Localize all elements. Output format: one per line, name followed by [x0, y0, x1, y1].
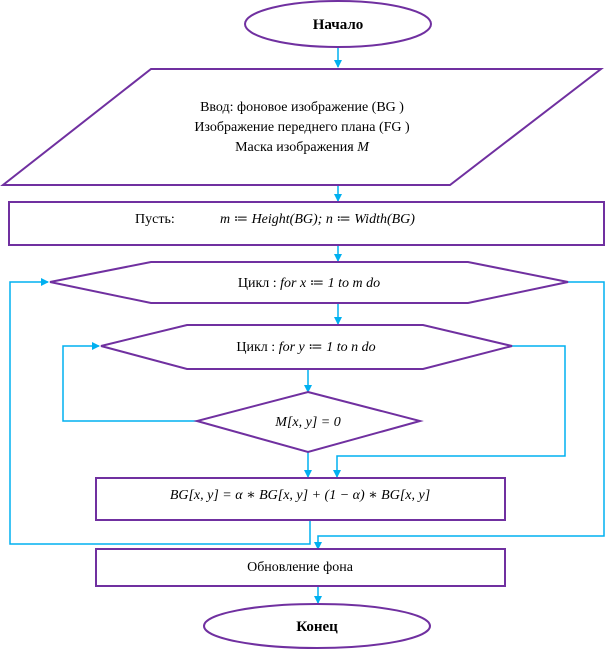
- loop-x-hexagon: [49, 261, 569, 304]
- decision-diamond: [193, 390, 424, 454]
- input-line-2: Изображение переднего плана (FG ): [194, 120, 410, 135]
- assign-block: Пусть: m ≔ Height(BG); n ≔ Width(BG): [8, 201, 605, 246]
- decision-text: M[x, y] = 0: [274, 415, 340, 430]
- update-bg-block: Обновление фона: [95, 548, 506, 587]
- loop-y-prefix: Цикл :: [236, 340, 278, 355]
- arrow-decision-loop-back: [62, 342, 197, 422]
- input-line-3-math: M: [356, 140, 370, 155]
- update-pixel-block: BG[x, y] = α ∗ BG[x, y] + (1 − α) ∗ BG[x…: [95, 477, 506, 521]
- loop-y-formula: for y ≔ 1 to n do: [279, 340, 376, 355]
- update-pixel-text: BG[x, y] = α ∗ BG[x, y] + (1 − α) ∗ BG[x…: [170, 488, 430, 503]
- assign-formula: m ≔ Height(BG); n ≔ Width(BG): [220, 212, 415, 227]
- connectors: [9, 47, 605, 604]
- assign-rect: [8, 201, 605, 246]
- start-label: Начало: [313, 17, 364, 33]
- arrow-loop-x-exit: [314, 281, 605, 550]
- loop-x-block: Цикл : for x ≔ 1 to m do: [49, 261, 569, 304]
- update-bg-label: Обновление фона: [247, 560, 354, 575]
- arrow-update-pixel-loop-back: [9, 278, 311, 545]
- arrow-loop-y-exit: [333, 345, 566, 478]
- end-terminal: Конец: [203, 603, 431, 649]
- input-parallelogram: [0, 68, 604, 186]
- assign-prefix: Пусть:: [135, 212, 175, 227]
- input-line-3-prefix: Маска изображения: [235, 140, 357, 155]
- loop-x-text: Цикл : for x ≔ 1 to m do: [238, 276, 380, 291]
- input-block: Ввод: фоновое изображение (BG ) Изображе…: [0, 68, 604, 186]
- update-pixel-rect: [95, 477, 506, 521]
- start-ellipse: [244, 0, 432, 48]
- loop-y-hexagon: [100, 324, 513, 370]
- start-terminal: Начало: [244, 0, 432, 48]
- loop-x-formula: for x ≔ 1 to m do: [280, 276, 380, 291]
- loop-y-block: Цикл : for y ≔ 1 to n do: [100, 324, 513, 370]
- loop-x-prefix: Цикл :: [238, 276, 280, 291]
- update-bg-rect: [95, 548, 506, 587]
- end-label: Конец: [296, 619, 338, 635]
- decision-block: M[x, y] = 0: [193, 390, 424, 454]
- loop-y-text: Цикл : for y ≔ 1 to n do: [236, 340, 375, 355]
- input-line-3: Маска изображения M: [235, 140, 370, 155]
- input-line-1: Ввод: фоновое изображение (BG ): [200, 100, 404, 115]
- end-ellipse: [203, 603, 431, 649]
